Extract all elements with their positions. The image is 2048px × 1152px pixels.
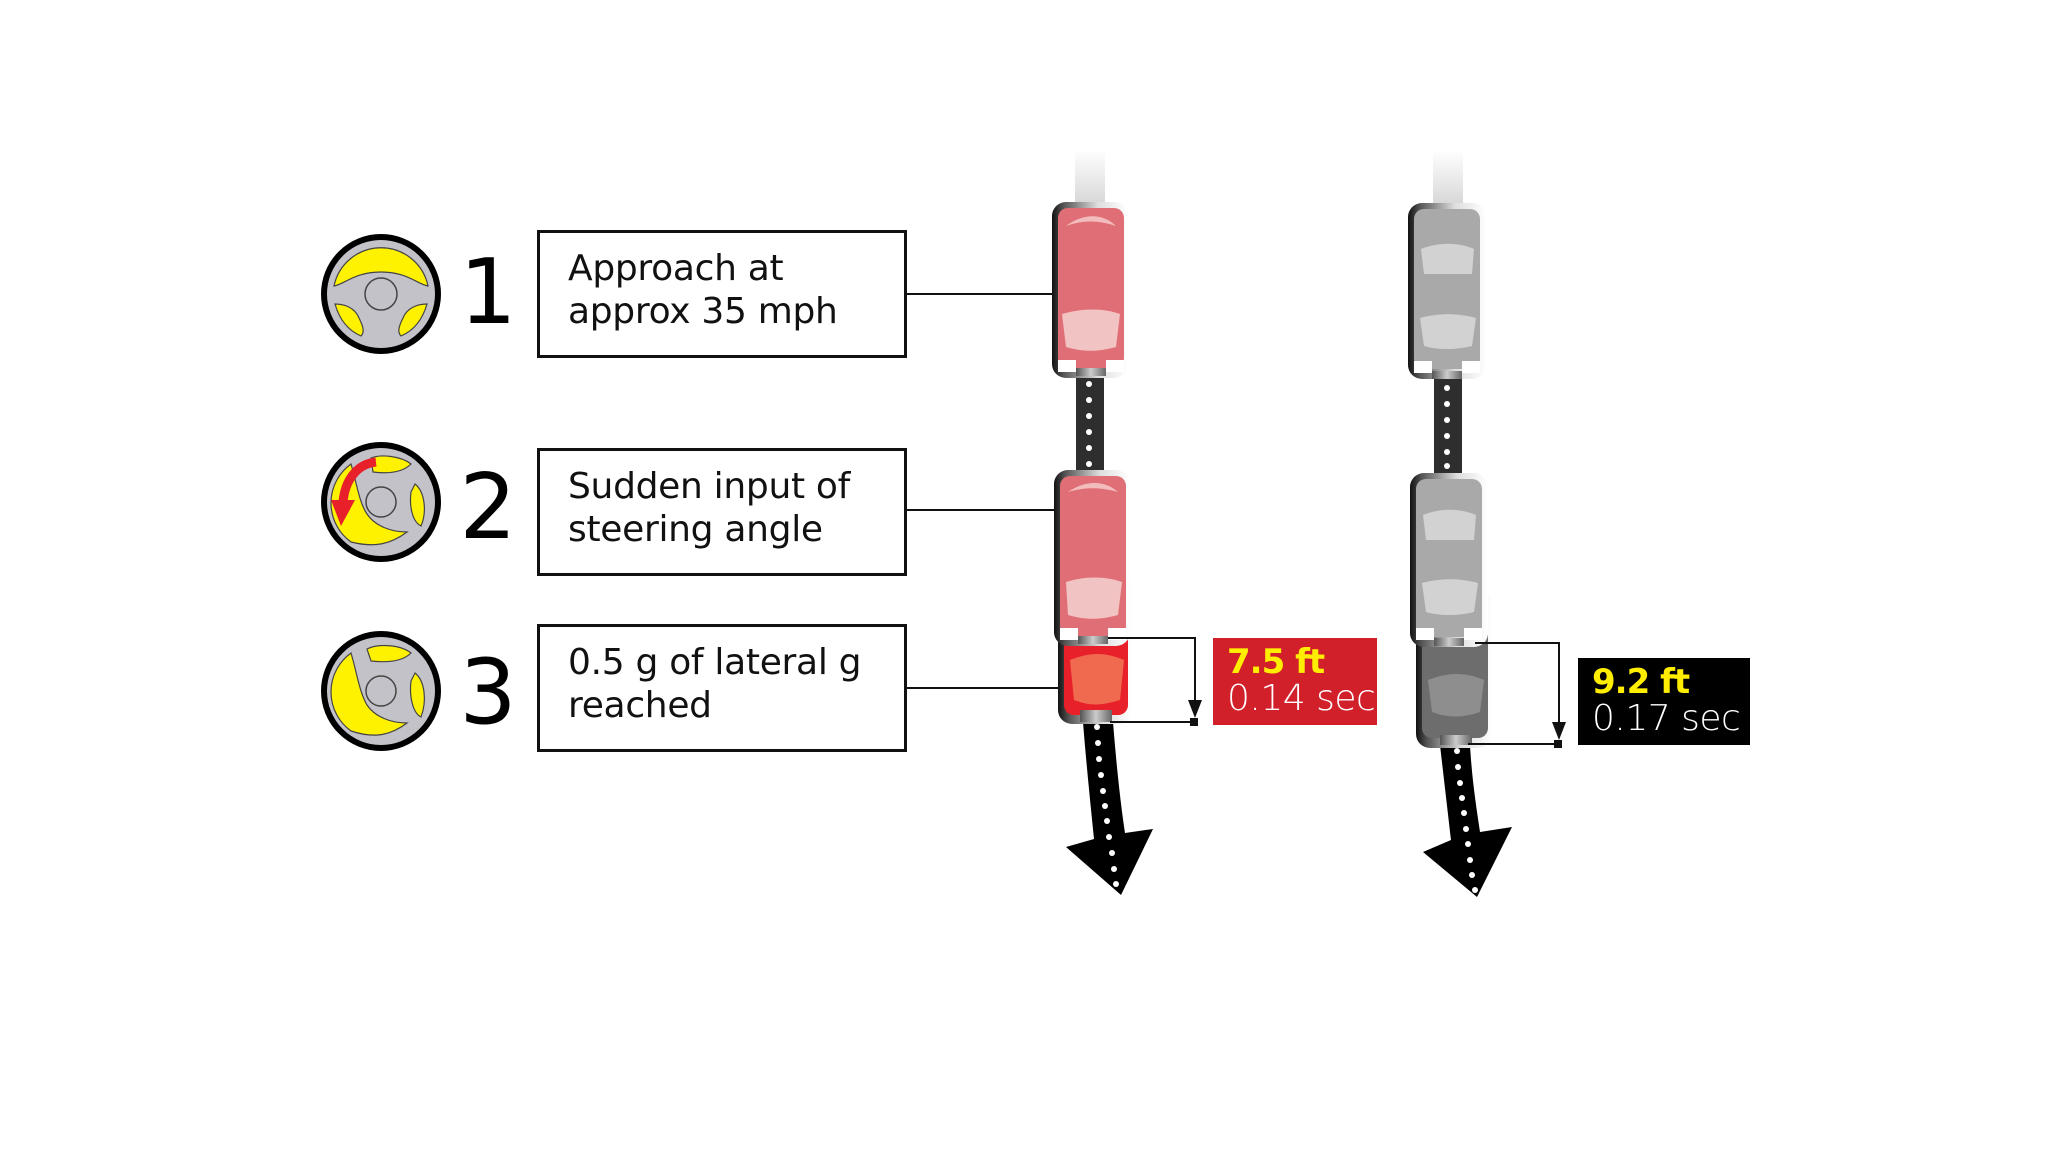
red-car-position-2 <box>1054 470 1130 646</box>
gray-car-position-2 <box>1410 473 1488 647</box>
step-2-line-2: steering angle <box>568 509 823 550</box>
step-1-line-1: Approach at <box>568 248 784 289</box>
step-box-3: 0.5 g of lateral g reached <box>537 624 907 752</box>
step-description-2: Sudden input of steering angle <box>568 465 896 551</box>
red-distance-dimension <box>1108 637 1196 723</box>
red-dimension-end-marker <box>1190 718 1198 726</box>
step-3-line-2: reached <box>568 685 712 726</box>
step-description-3: 0.5 g of lateral g reached <box>568 641 896 727</box>
red-car-distance: 7.5 ft <box>1227 642 1325 682</box>
gray-car-track <box>1433 150 1463 476</box>
steering-wheel-icon-3 <box>321 631 441 751</box>
steering-wheel-icon-1 <box>321 234 441 354</box>
red-car-track <box>1075 150 1105 475</box>
gray-trajectory-arrow-icon <box>1423 745 1512 897</box>
red-car-position-1 <box>1052 202 1128 378</box>
step-2-line-1: Sudden input of <box>568 466 851 507</box>
step-number-2: 2 <box>459 455 517 560</box>
step-3-line-1: 0.5 g of lateral g <box>568 642 862 683</box>
gray-car-result-box: 9.2 ft 0.17 sec <box>1578 658 1750 745</box>
step-box-2: Sudden input of steering angle <box>537 448 907 576</box>
steering-direction-arrow-icon <box>331 457 377 526</box>
red-dimension-arrowhead-icon <box>1188 700 1202 718</box>
step-description-1: Approach at approx 35 mph <box>568 247 896 333</box>
gray-car-position-1 <box>1408 203 1486 379</box>
red-trajectory-arrow-icon <box>1066 722 1153 895</box>
gray-distance-dimension <box>1468 642 1560 745</box>
step-number-1: 1 <box>459 240 517 345</box>
step-box-1: Approach at approx 35 mph <box>537 230 907 358</box>
gray-dimension-end-marker <box>1554 740 1562 748</box>
step-1-line-2: approx 35 mph <box>568 291 838 332</box>
step-number-3: 3 <box>459 640 517 745</box>
red-car-result-box: 7.5 ft 0.14 sec <box>1213 638 1377 725</box>
gray-car-time: 0.17 sec <box>1592 698 1741 739</box>
red-car-time: 0.14 sec <box>1227 678 1376 719</box>
gray-car-distance: 9.2 ft <box>1592 662 1690 702</box>
gray-dimension-arrowhead-icon <box>1552 722 1566 740</box>
